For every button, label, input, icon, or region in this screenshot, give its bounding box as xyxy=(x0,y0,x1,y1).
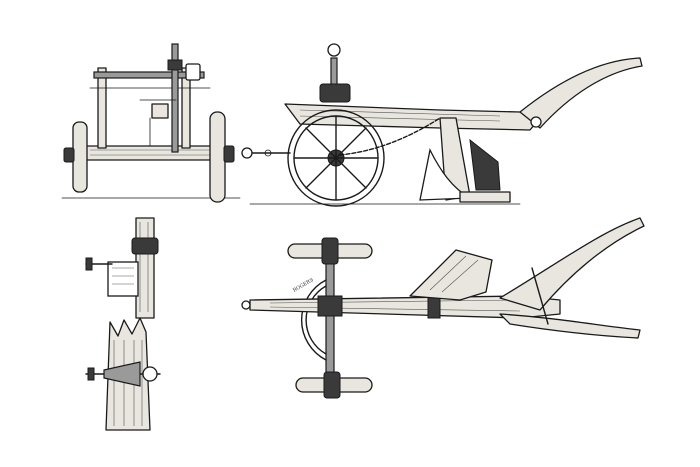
front-ring-bracket xyxy=(185,63,201,81)
plan-draw-hook xyxy=(241,300,251,310)
plan-gauge-arc xyxy=(300,279,327,361)
detail-plate-nut xyxy=(87,367,95,381)
detail-clamp-plate xyxy=(107,261,139,297)
side-handle xyxy=(519,57,643,129)
front-left-hub xyxy=(63,147,75,163)
front-left-wheel xyxy=(72,121,88,193)
front-small-box xyxy=(151,103,169,119)
detail-clamp-post xyxy=(135,217,155,319)
side-wheel xyxy=(287,109,385,207)
plan-bolt-plate xyxy=(427,295,441,319)
detail-clamp-view xyxy=(85,217,159,319)
plan-clamp xyxy=(317,295,343,317)
plan-hub-top xyxy=(321,237,339,265)
side-chain xyxy=(339,117,441,156)
side-clevis xyxy=(319,83,351,103)
side-beam xyxy=(284,103,541,131)
plan-hub-bottom xyxy=(323,371,341,399)
plan-handle-lower xyxy=(499,313,641,339)
detail-plate-eye xyxy=(142,366,158,382)
front-central-standard xyxy=(171,43,179,153)
side-mouldboard xyxy=(469,138,501,191)
front-clamp xyxy=(167,59,183,71)
side-view xyxy=(241,43,643,207)
plan-handle-upper xyxy=(499,217,645,311)
side-landside xyxy=(459,191,511,203)
front-right-wheel xyxy=(209,111,226,203)
front-right-hub xyxy=(223,145,235,163)
detail-clamp-nut xyxy=(85,257,93,271)
side-top-ring xyxy=(327,43,341,57)
detail-clamp-collar xyxy=(131,237,159,255)
side-draw-hook xyxy=(241,147,253,159)
front-frame-top-bar xyxy=(93,71,205,79)
plan-handle-brace xyxy=(531,267,549,325)
front-frame-left-post xyxy=(97,67,107,149)
detail-plate xyxy=(103,361,141,387)
front-view xyxy=(61,43,241,203)
plan-mouldboard xyxy=(409,249,493,301)
plan-view: ROGERS xyxy=(241,217,645,399)
detail-plate-view xyxy=(85,317,161,431)
plan-axle xyxy=(325,251,335,383)
side-handle-bolt xyxy=(530,116,542,128)
